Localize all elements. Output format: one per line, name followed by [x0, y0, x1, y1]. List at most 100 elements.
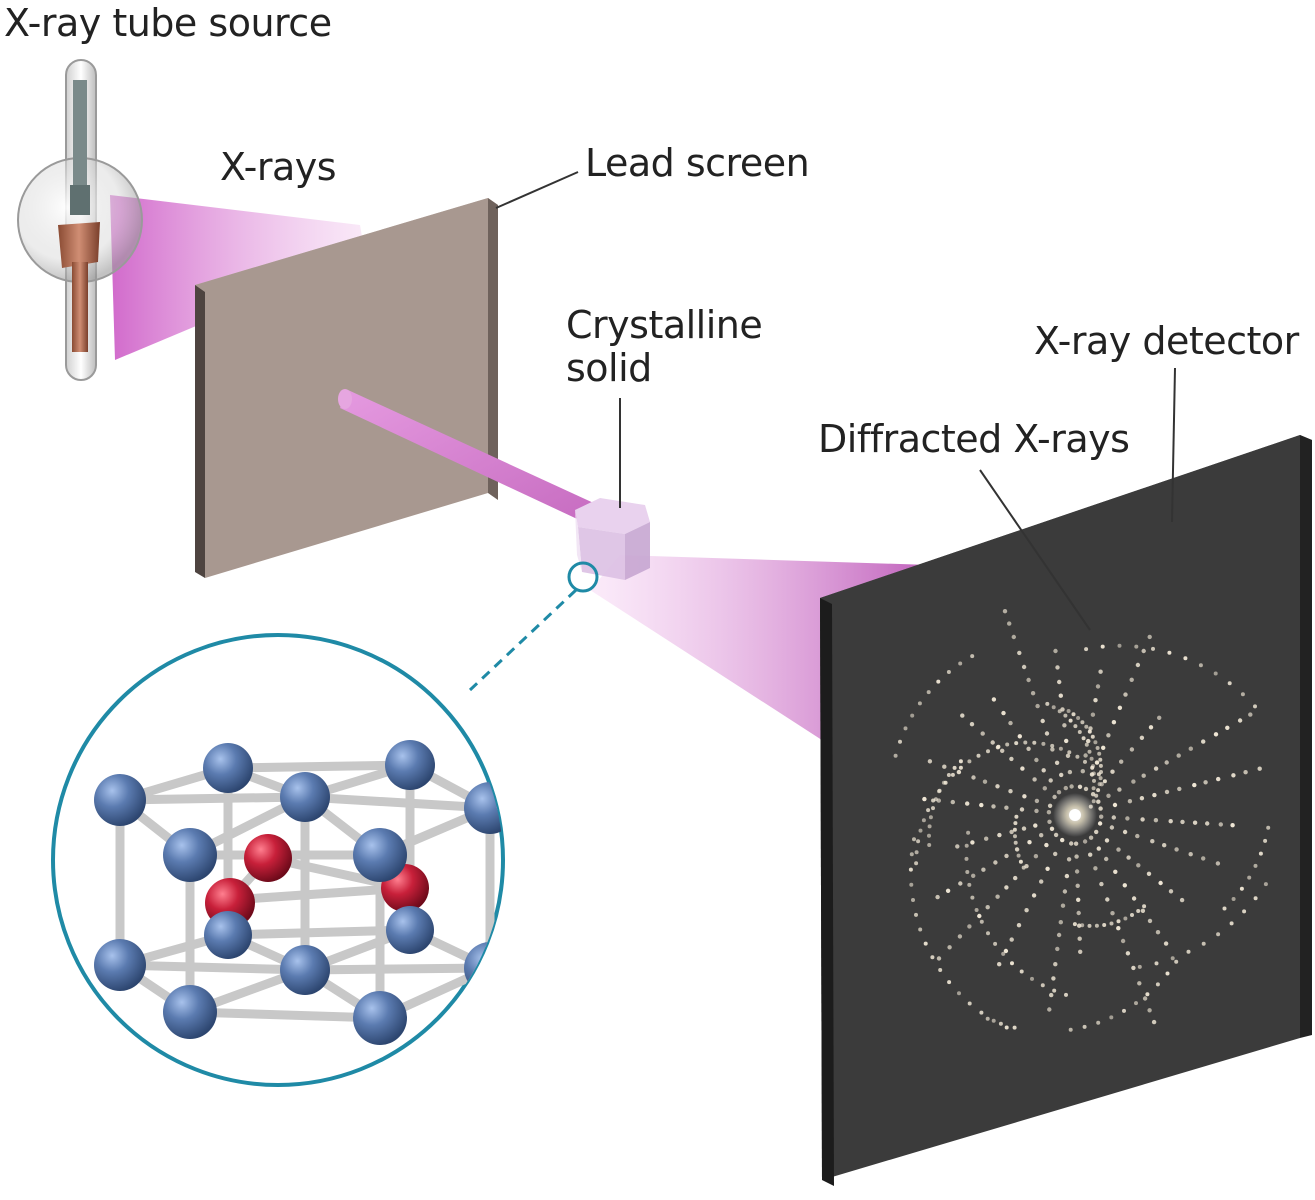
diffraction-spot [1131, 779, 1136, 784]
diffraction-spot [1063, 785, 1069, 791]
diffraction-spot [1048, 778, 1053, 783]
diffraction-spot [1257, 766, 1262, 771]
diffraction-spot [1098, 757, 1103, 762]
label-diffracted-xrays: Diffracted X-rays [818, 417, 1130, 461]
diffraction-spot [1088, 852, 1093, 857]
diffraction-spot [1215, 861, 1221, 866]
diffraction-spot [956, 769, 962, 775]
diffraction-spot [979, 1010, 984, 1015]
diffraction-spot [1104, 838, 1110, 843]
diffraction-spot [1034, 808, 1039, 814]
diffraction-spot [1095, 684, 1101, 689]
diffraction-spot [922, 796, 927, 802]
diffraction-spot [1117, 787, 1122, 792]
diffraction-spot [1013, 821, 1018, 826]
diffraction-spot [1150, 839, 1155, 844]
diffraction-spot [914, 861, 919, 866]
diffraction-spot [910, 713, 915, 718]
diffraction-spot [1016, 853, 1021, 858]
diffraction-spot [1077, 784, 1083, 789]
xray-tube [17, 59, 143, 381]
diffraction-spot [979, 919, 984, 924]
diffraction-spot [981, 867, 986, 872]
diffraction-spot [1022, 794, 1027, 799]
diffraction-spot [984, 836, 989, 841]
diffraction-spot [1179, 897, 1185, 903]
diffraction-spot [1170, 956, 1175, 961]
diffraction-spot [1126, 855, 1131, 860]
diffraction-spot [1054, 760, 1060, 765]
diffraction-spot [1109, 825, 1115, 830]
diffraction-spot [918, 927, 923, 932]
diffraction-spot [1122, 883, 1128, 888]
diffraction-spot [1065, 753, 1071, 758]
diffraction-spot [942, 764, 947, 769]
diffraction-spot [1129, 747, 1135, 752]
diffraction-spot [1094, 923, 1099, 928]
diffraction-spot [1077, 730, 1082, 734]
diffraction-spot [947, 945, 952, 950]
diffraction-spot [947, 980, 952, 985]
diffraction-spot [1072, 922, 1077, 927]
diffraction-spot [1062, 723, 1067, 728]
diffraction-spot [909, 852, 914, 857]
diffraction-spot [1016, 923, 1022, 928]
diffraction-spot [1140, 908, 1146, 913]
diffraction-spot [1020, 766, 1025, 771]
diffraction-spot [923, 941, 928, 946]
diffraction-spot [1201, 856, 1206, 861]
label-lead-screen: Lead screen [585, 141, 810, 185]
diffraction-spot [1045, 701, 1050, 706]
diffraction-spot [1142, 904, 1147, 909]
diffraction-spot [1075, 883, 1080, 888]
diffraction-spot [1123, 916, 1128, 921]
diffraction-spot [1074, 854, 1079, 859]
diffraction-spot [1116, 926, 1121, 931]
diffraction-spot [1090, 765, 1095, 770]
diffraction-spot [1083, 753, 1088, 758]
magnifier-dashed-line [468, 588, 578, 692]
diffraction-spot [1188, 746, 1194, 751]
diffraction-spot [937, 789, 941, 794]
diffraction-spot [1237, 718, 1243, 723]
diffraction-spot [1083, 759, 1087, 764]
diffraction-spot [1068, 718, 1073, 723]
diffraction-spot [997, 832, 1002, 838]
diffraction-spot [1152, 792, 1157, 798]
diffraction-spot [969, 722, 975, 727]
diffraction-spot [1057, 679, 1062, 685]
diffraction-spot [1113, 869, 1118, 874]
diffraction-spot [1094, 829, 1099, 835]
diffraction-spot [1060, 837, 1065, 843]
diffraction-spot [1131, 965, 1136, 971]
diffraction-spot [1216, 776, 1221, 782]
diffraction-spot [1253, 863, 1258, 868]
diffraction-spot [993, 860, 998, 865]
label-xray-tube-source: X-ray tube source [4, 1, 332, 45]
diffraction-spot [1135, 662, 1141, 668]
diffraction-spot [950, 772, 955, 777]
magnifier-spot [567, 561, 599, 593]
diffraction-spot [1060, 903, 1066, 908]
diffraction-spot [1041, 768, 1046, 773]
diffraction-spot [1034, 757, 1039, 763]
diffraction-spot [980, 731, 985, 736]
diffraction-spot [1229, 921, 1234, 926]
diffraction-spot [1021, 826, 1027, 831]
diffraction-spot [1023, 740, 1028, 745]
diffraction-spot [1096, 799, 1101, 804]
diffraction-spot [1067, 769, 1073, 775]
diffraction-spot [1148, 725, 1154, 730]
collimated-xray-beam [338, 389, 598, 525]
diffraction-spot [1041, 741, 1046, 746]
diffraction-spot-pattern [893, 609, 1271, 1032]
diffraction-spot [1053, 648, 1058, 654]
diffraction-spot [1021, 865, 1026, 870]
diffraction-spot [1047, 803, 1053, 808]
diffraction-spot [1117, 643, 1122, 648]
diffraction-spot [927, 833, 931, 838]
diffraction-spot [1098, 763, 1103, 768]
diffraction-spot [1147, 634, 1152, 640]
diffraction-spot [1155, 930, 1161, 935]
diffraction-spot [1116, 919, 1121, 924]
